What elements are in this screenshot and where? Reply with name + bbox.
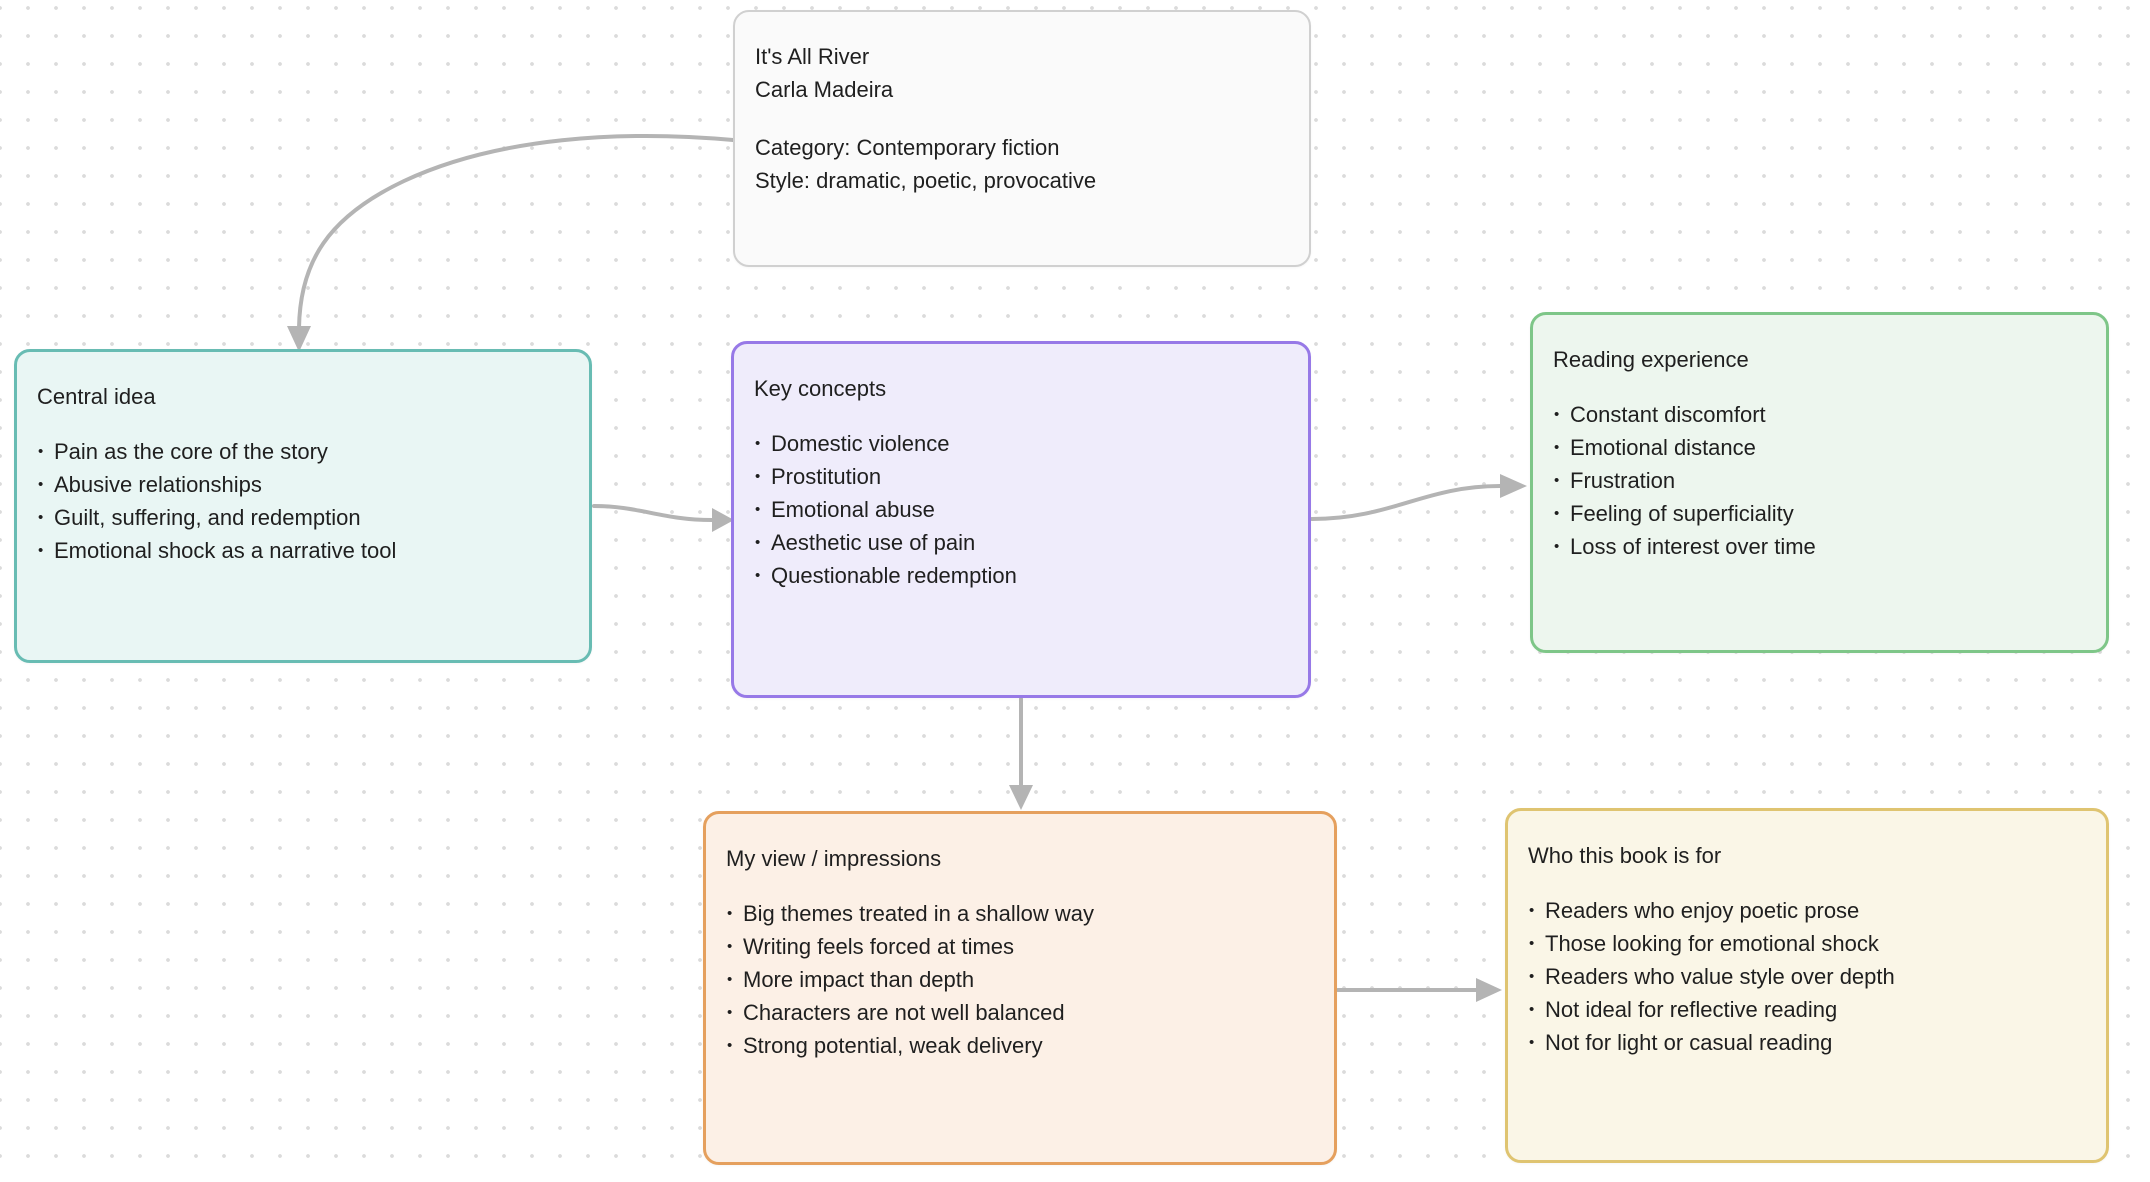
bullet-item: Pain as the core of the story bbox=[37, 435, 567, 468]
node-title: Key concepts bbox=[754, 376, 887, 401]
bullet-list: Domestic violence Prostitution Emotional… bbox=[754, 427, 1286, 592]
bullet-item: Those looking for emotional shock bbox=[1528, 927, 2084, 960]
arrowhead-right-icon bbox=[1500, 474, 1527, 498]
book-style: Style: dramatic, poetic, provocative bbox=[755, 168, 1097, 193]
bullet-item: Domestic violence bbox=[754, 427, 1286, 460]
bullet-list: Big themes treated in a shallow way Writ… bbox=[726, 897, 1312, 1062]
bullet-list: Pain as the core of the story Abusive re… bbox=[37, 435, 567, 567]
bullet-item: Frustration bbox=[1553, 464, 2084, 497]
connector-my-view-to-who-for[interactable] bbox=[1336, 978, 1502, 1002]
connector-central-idea-to-key-concepts[interactable] bbox=[592, 504, 734, 532]
bullet-item: Aesthetic use of pain bbox=[754, 526, 1286, 559]
node-reading-experience[interactable]: Reading experience Constant discomfort E… bbox=[1530, 312, 2109, 653]
connector-key-concepts-to-my-view[interactable] bbox=[1009, 697, 1033, 810]
node-my-view[interactable]: My view / impressions Big themes treated… bbox=[703, 811, 1337, 1165]
spacer bbox=[755, 106, 1287, 131]
bullet-item: More impact than depth bbox=[726, 963, 1312, 996]
bullet-item: Guilt, suffering, and redemption bbox=[37, 501, 567, 534]
bullet-item: Emotional distance bbox=[1553, 431, 2084, 464]
arrowhead-right-icon bbox=[1476, 978, 1502, 1002]
bullet-item: Not for light or casual reading bbox=[1528, 1026, 2084, 1059]
bullet-item: Prostitution bbox=[754, 460, 1286, 493]
bullet-item: Feeling of superficiality bbox=[1553, 497, 2084, 530]
bullet-item: Emotional shock as a narrative tool bbox=[37, 534, 567, 567]
bullet-item: Constant discomfort bbox=[1553, 398, 2084, 431]
arrowhead-down-icon bbox=[1009, 785, 1033, 810]
book-title: It's All River bbox=[755, 44, 870, 69]
node-title: My view / impressions bbox=[726, 846, 942, 871]
node-who-this-book-is-for[interactable]: Who this book is for Readers who enjoy p… bbox=[1505, 808, 2109, 1163]
bullet-list: Constant discomfort Emotional distance F… bbox=[1553, 398, 2084, 563]
node-key-concepts[interactable]: Key concepts Domestic violence Prostitut… bbox=[731, 341, 1311, 698]
node-central-idea[interactable]: Central idea Pain as the core of the sto… bbox=[14, 349, 592, 663]
connector-key-concepts-to-reading-experience[interactable] bbox=[1310, 474, 1527, 521]
book-category: Category: Contemporary fiction bbox=[755, 135, 1060, 160]
bullet-item: Characters are not well balanced bbox=[726, 996, 1312, 1029]
bullet-item: Questionable redemption bbox=[754, 559, 1286, 592]
bullet-item: Writing feels forced at times bbox=[726, 930, 1312, 963]
bullet-item: Strong potential, weak delivery bbox=[726, 1029, 1312, 1062]
bullet-item: Abusive relationships bbox=[37, 468, 567, 501]
node-title: Who this book is for bbox=[1528, 843, 1722, 868]
node-title: Reading experience bbox=[1553, 347, 1749, 372]
book-author: Carla Madeira bbox=[755, 77, 894, 102]
node-book-info[interactable]: It's All River Carla Madeira Category: C… bbox=[733, 10, 1311, 267]
node-title: Central idea bbox=[37, 384, 156, 409]
bullet-item: Big themes treated in a shallow way bbox=[726, 897, 1312, 930]
bullet-item: Emotional abuse bbox=[754, 493, 1286, 526]
bullet-item: Loss of interest over time bbox=[1553, 530, 2084, 563]
connector-book-info-to-central-idea[interactable] bbox=[287, 134, 735, 352]
bullet-item: Readers who value style over depth bbox=[1528, 960, 2084, 993]
bullet-item: Not ideal for reflective reading bbox=[1528, 993, 2084, 1026]
bullet-item: Readers who enjoy poetic prose bbox=[1528, 894, 2084, 927]
bullet-list: Readers who enjoy poetic prose Those loo… bbox=[1528, 894, 2084, 1059]
